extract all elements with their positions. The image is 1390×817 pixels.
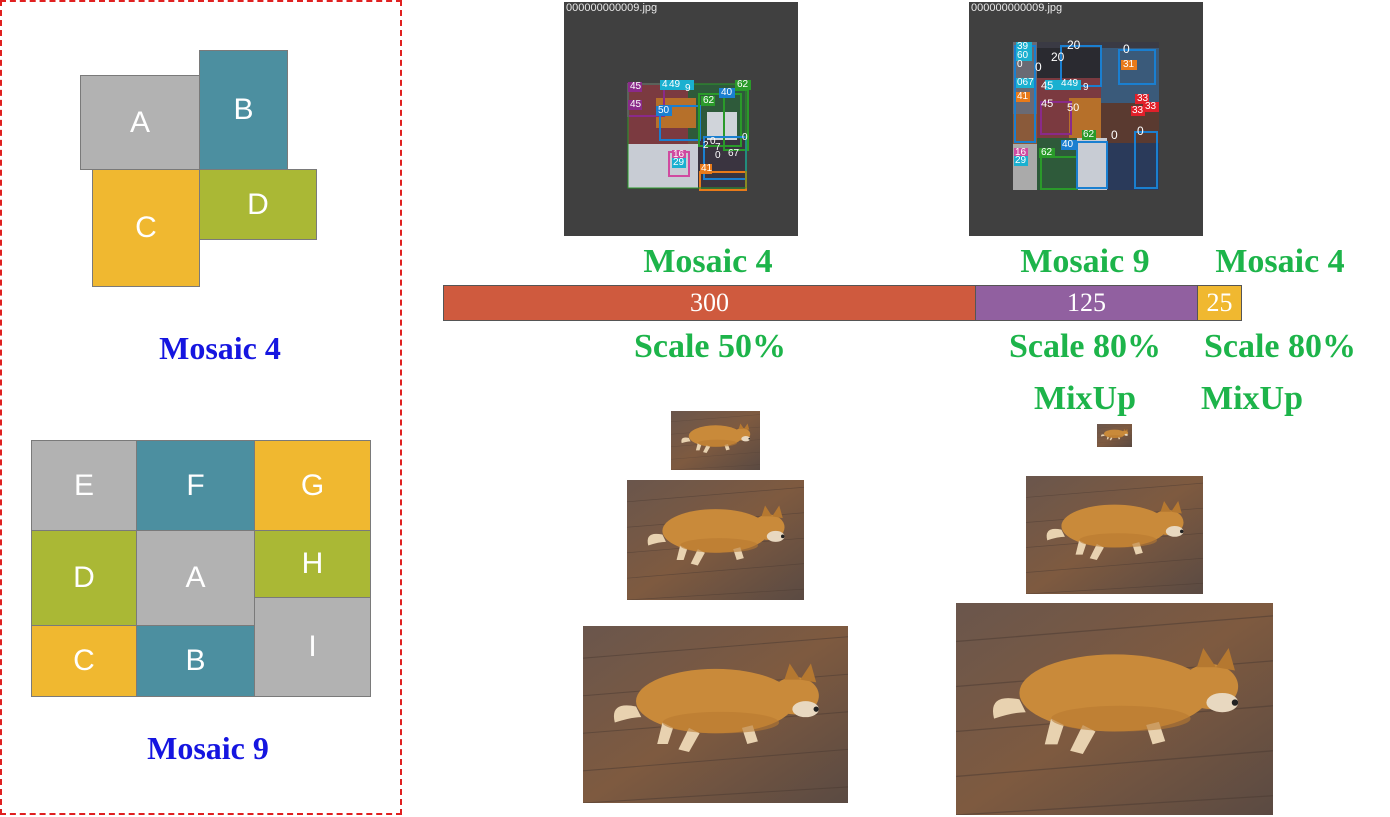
box-label: 33 <box>1132 105 1144 116</box>
box-label: 41 <box>701 163 713 174</box>
mosaic9-tile-h: H <box>254 530 371 598</box>
dog-photo-large <box>583 626 848 803</box>
box-label: 45 <box>630 81 642 92</box>
stage2-bottom-label: Scale 80% <box>1008 328 1162 365</box>
box-label: 62 <box>1083 129 1095 140</box>
box-label: 50 <box>658 105 670 116</box>
box-label: 4 <box>662 79 668 90</box>
stage3-top-label: Mosaic 4 <box>1215 243 1345 280</box>
box-label: 45 <box>1041 80 1054 92</box>
dog-photo-large-right <box>956 603 1273 815</box>
box-label: 0 <box>742 132 748 143</box>
mosaic4-sample-image: 000000000009.jpg 45 4 49 9 62 <box>564 2 798 236</box>
mosaic9-tile-i: I <box>254 597 371 697</box>
box-label: 67 <box>728 148 740 159</box>
augmentation-legend-panel <box>0 0 402 815</box>
box-label: 9 <box>685 83 691 94</box>
stage2-mixup-label: MixUp <box>1034 380 1136 417</box>
box-label: 62 <box>1041 147 1053 158</box>
box-label: 9 <box>1083 82 1089 93</box>
box-label: 067 <box>1017 77 1034 88</box>
filename-label: 000000000009.jpg <box>566 2 658 14</box>
box-label: 40 <box>721 87 733 98</box>
mosaic9-tile-f: F <box>136 440 255 531</box>
dog-photo-small <box>671 411 760 470</box>
box-label: 45 <box>630 99 642 110</box>
box-label: 50 <box>1067 102 1080 114</box>
box-label: 7 <box>715 142 721 153</box>
stage3-mixup-label: MixUp <box>1201 380 1303 417</box>
box-label: 0 <box>1123 42 1130 56</box>
box-label: 41 <box>1017 91 1029 102</box>
filename-label: 000000000009.jpg <box>971 2 1063 14</box>
box-label: 20 <box>1051 50 1065 64</box>
stage1-top-label: Mosaic 4 <box>643 243 773 280</box>
box-label: 33 <box>1145 101 1157 112</box>
mosaic9-tile-d: D <box>31 530 137 626</box>
box-label: 40 <box>1062 139 1074 150</box>
mosaic9-caption: Mosaic 9 <box>147 730 269 766</box>
mosaic4-tile-a: A <box>80 75 200 170</box>
stage1-bar-segment: 300 <box>443 285 976 321</box>
box-label: 29 <box>1015 155 1027 166</box>
stage3-bottom-label: Scale 80% <box>1203 328 1357 365</box>
dog-photo-medium <box>627 480 804 600</box>
mosaic9-sample-image: 000000000009.jpg <box>969 2 1203 236</box>
stage1-bottom-label: Scale 50% <box>633 328 787 365</box>
mosaic9-tile-c: C <box>31 625 137 697</box>
box-label: 31 <box>1123 59 1135 70</box>
mosaic4-caption: Mosaic 4 <box>159 330 281 366</box>
box-label: 2 <box>703 140 709 151</box>
box-label: 62 <box>737 79 749 90</box>
box-label: 16 <box>1015 147 1027 158</box>
box-label: 16 <box>673 149 685 160</box>
box-label: 0 <box>715 150 721 161</box>
box-label: 49 <box>1067 78 1079 89</box>
box-label: 0 <box>710 136 716 147</box>
box-label: 60 <box>1017 50 1029 61</box>
mosaic9-sample-thumbnail <box>1013 42 1159 190</box>
mosaic9-tile-e: E <box>31 440 137 531</box>
box-label: 0 <box>1035 60 1042 74</box>
dog-photo-tiny <box>1097 424 1132 447</box>
mosaic4-tile-b: B <box>199 50 288 170</box>
box-label: 49 <box>669 79 681 90</box>
box-label: 0 <box>1137 124 1144 138</box>
mosaic4-tile-c: C <box>92 169 200 287</box>
mosaic9-tile-a: A <box>136 530 255 626</box>
box-label: 0 <box>1017 59 1023 70</box>
stage3-bar-segment: 25 <box>1197 285 1242 321</box>
stage2-top-label: Mosaic 9 <box>1020 243 1150 280</box>
box-label: 4 <box>1061 78 1067 89</box>
box-label: 62 <box>703 95 715 106</box>
box-label: 20 <box>1067 38 1081 52</box>
mosaic9-tile-g: G <box>254 440 371 531</box>
box-label: 0 <box>1111 128 1118 142</box>
box-label: 33 <box>1137 93 1149 104</box>
mosaic4-sample-thumbnail <box>627 80 751 191</box>
box-label: 45 <box>1041 98 1054 110</box>
box-label: 39 <box>1017 41 1029 52</box>
box-label: 29 <box>673 157 685 168</box>
stage2-bar-segment: 125 <box>975 285 1198 321</box>
mosaic9-tile-b: B <box>136 625 255 697</box>
dog-photo-medium-right <box>1026 476 1203 594</box>
mosaic4-tile-d: D <box>199 169 317 240</box>
